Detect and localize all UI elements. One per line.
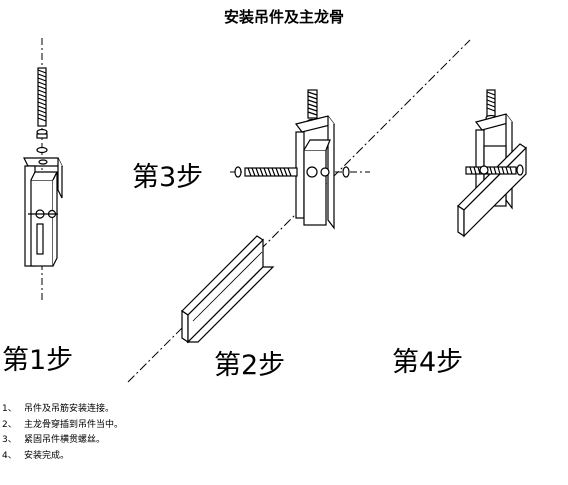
step4-completed-assembly — [457, 89, 527, 238]
note-item: 1、吊件及吊筋安装连接。 — [2, 402, 123, 418]
diagram-title: 安装吊件及主龙骨 — [223, 8, 344, 26]
step-4-label: 第4步 — [392, 347, 464, 378]
note-number: 4、 — [2, 450, 17, 461]
installation-notes: 1、吊件及吊筋安装连接。 2、主龙骨穿插到吊件当中。 3、紧固吊件横贯螺丝。 4… — [2, 402, 123, 464]
step-1-label: 第1步 — [2, 345, 74, 376]
step-3-label: 第3步 — [132, 162, 204, 193]
step3-bolt-fastening — [230, 89, 370, 230]
note-text: 主龙骨穿插到吊件当中。 — [24, 419, 124, 430]
note-text: 吊件及吊筋安装连接。 — [24, 404, 115, 414]
note-number: 1、 — [2, 404, 17, 414]
step1-hanger-assembly — [23, 38, 63, 300]
note-text: 安装完成。 — [24, 450, 70, 461]
note-item: 3、紧固吊件横贯螺丝。 — [2, 433, 123, 449]
step2-main-channel — [181, 235, 275, 344]
note-text: 紧固吊件横贯螺丝。 — [24, 435, 106, 445]
note-number: 3、 — [2, 435, 17, 445]
note-item: 4、安装完成。 — [2, 449, 123, 465]
step-2-label: 第2步 — [214, 350, 286, 381]
note-number: 2、 — [2, 419, 17, 430]
note-item: 2、主龙骨穿插到吊件当中。 — [2, 418, 123, 434]
